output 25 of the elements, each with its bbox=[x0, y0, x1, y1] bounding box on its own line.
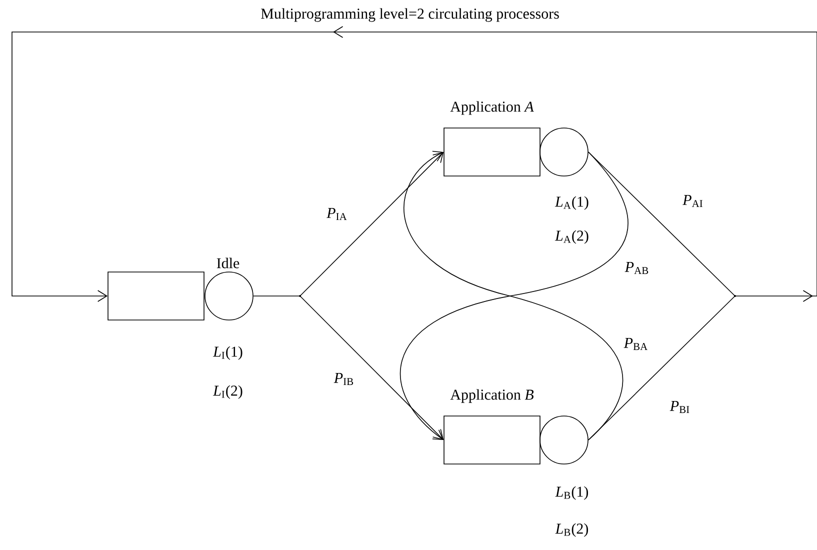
arrow bbox=[300, 152, 444, 296]
queue-box: Application B bbox=[444, 389, 540, 464]
arrow bbox=[300, 296, 444, 440]
server-circle bbox=[204, 272, 254, 320]
queue-box: Application A bbox=[444, 101, 540, 176]
queue-box: Idle bbox=[108, 258, 240, 320]
edge-label: P$_{BI}$ bbox=[670, 401, 690, 414]
node-label: Application B bbox=[450, 389, 534, 403]
edge-label: P$_{IA}$ bbox=[326, 208, 347, 220]
arrow bbox=[12, 26, 817, 302]
edge-label: P$_{AB}$ bbox=[624, 262, 648, 274]
server-circle bbox=[540, 416, 588, 464]
edge-label: P$_{AI}$ bbox=[682, 195, 702, 207]
node-label: Idle bbox=[216, 258, 240, 268]
edge-label: Multiprogramming level=2 circulating processors bbox=[261, 8, 559, 22]
edge-label: P$_{IB}$ bbox=[334, 373, 354, 386]
queue-length-label: L$_{A}$(1) bbox=[554, 196, 588, 210]
queue-length-label: L$_{A}$(2) bbox=[554, 230, 588, 244]
edge-label: P$_{BA}$ bbox=[624, 338, 648, 350]
queue-length-label: L$_{I}$(2) bbox=[212, 385, 242, 399]
server-circle bbox=[540, 128, 588, 176]
queue-length-label: L$_{B}$(1) bbox=[555, 486, 588, 500]
node-label: Application A bbox=[450, 101, 534, 115]
queue-length-label: L$_{B}$(2) bbox=[555, 523, 588, 537]
queue-length-label: L$_{I}$(1) bbox=[212, 346, 242, 360]
